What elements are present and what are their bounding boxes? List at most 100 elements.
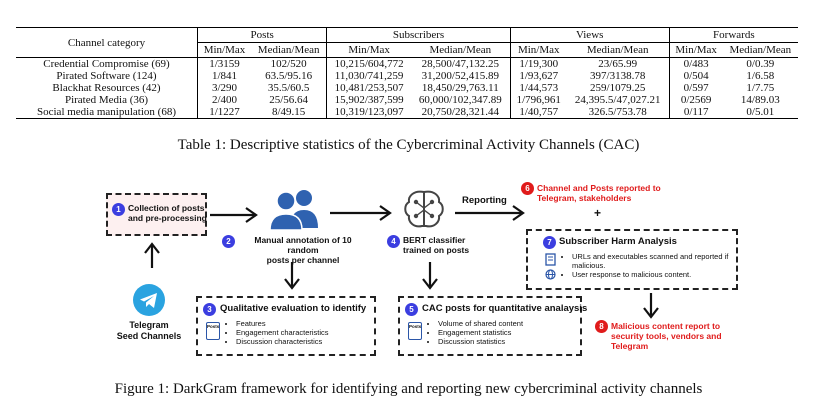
subheader: Median/Mean (566, 42, 670, 58)
value-cell: 0/2569 (668, 94, 723, 106)
list-item: Discussion characteristics (236, 337, 329, 346)
header-subscribers: Subscribers (326, 27, 511, 43)
list-item: Engagement characteristics (236, 328, 329, 337)
category-cell: Social media manipulation (68) (16, 106, 198, 119)
step5-number: 5 (405, 303, 418, 316)
value-cell: 1/7.75 (746, 82, 775, 94)
value-cell: 10,319/123,097 (326, 106, 411, 119)
header-channel-category: Channel category (16, 27, 198, 58)
subheader: Min/Max (196, 42, 251, 58)
telegram-icon (133, 284, 165, 316)
step3-title: Qualitative evaluation to identify (220, 303, 367, 314)
step5-title: CAC posts for quantitative analaysis (422, 303, 588, 314)
table-row: Credential Compromise (69) 1/3159 102/520 1… (16, 57, 798, 70)
value-cell: 0/117 (668, 106, 723, 119)
value-cell: 0/0.39 (746, 58, 775, 70)
step3-bullets: Features Engagement characteristics Disc… (226, 319, 329, 346)
brain-icon (404, 190, 444, 228)
statistics-table: Channel category Posts Subscribers Views… (16, 27, 798, 119)
value-cell: 1/44,573 (509, 82, 567, 94)
value-cell: 11,030/741,259 (326, 70, 411, 82)
arrow-classifier-to-quantitative (422, 262, 438, 290)
list-item: User response to malicious content. (572, 270, 742, 279)
table-body: Credential Compromise (69) 1/3159 102/520 1… (16, 57, 798, 119)
value-cell: 102/520 (270, 58, 307, 70)
category-cell: Blackhat Resources (42) (52, 82, 161, 94)
subheader: Min/Max (326, 42, 411, 58)
list-item: Volume of shared content (438, 319, 523, 328)
value-cell: 0/504 (668, 70, 723, 82)
arrow-annotation-to-qualitative (284, 262, 300, 290)
value-cell: 0/483 (668, 57, 723, 70)
value-cell: 1/3159 (196, 57, 251, 70)
category-cell: Credential Compromise (69) (43, 58, 170, 70)
posts-document-icon: Posts (206, 322, 220, 340)
subheader: Min/Max (509, 42, 567, 58)
arrow-annotation-to-classifier (330, 205, 392, 221)
category-cell: Pirated Software (124) (56, 70, 157, 82)
value-cell: 28,500/47,132.25 (421, 58, 499, 70)
value-cell: 0/597 (668, 82, 723, 94)
list-item: Discussion statistics (438, 337, 523, 346)
people-icon (269, 190, 318, 231)
header-posts: Posts (196, 27, 327, 43)
value-cell: 326.5/753.78 (566, 106, 670, 119)
step4-number: 4 (387, 235, 400, 248)
value-cell: 1/1227 (196, 106, 251, 119)
value-cell: 15,902/387,599 (326, 94, 411, 106)
step6-number: 6 (521, 182, 534, 195)
arrow-collection-to-annotation (210, 207, 258, 223)
value-cell: 1/796,961 (509, 94, 567, 106)
category-cell: Pirated Media (36) (64, 94, 149, 106)
value-cell: 20,750/28,321.44 (410, 106, 511, 119)
value-cell: 31,200/52,415.89 (421, 70, 499, 82)
value-cell: 23/65.99 (598, 58, 638, 70)
step2-number: 2 (222, 235, 235, 248)
list-item: Features (236, 319, 329, 328)
step7-number: 7 (543, 236, 556, 249)
subheader: Median/Mean (250, 42, 327, 58)
reporting-label: Reporting (462, 195, 507, 206)
step7-bullets: URLs and executables scanned and reporte… (562, 252, 742, 279)
value-cell: 60,000/102,347.89 (418, 94, 502, 106)
subheader: Min/Max (668, 42, 723, 58)
step7-box (526, 229, 738, 290)
arrow-harm-to-report (643, 293, 659, 319)
value-cell: 1/19,300 (509, 57, 567, 70)
value-cell: 259/1079.25 (590, 82, 646, 94)
step3-number: 3 (203, 303, 216, 316)
list-item: Engagement statistics (438, 328, 523, 337)
value-cell: 10,215/604,772 (326, 57, 411, 70)
header-views: Views (509, 27, 670, 43)
value-cell: 397/3138.78 (590, 70, 646, 82)
step7-title: Subscriber Harm Analysis (559, 236, 677, 247)
value-cell: 1/93,627 (509, 70, 567, 82)
value-cell: 14/89.03 (740, 94, 780, 106)
value-cell: 1/6.58 (746, 70, 775, 82)
figure-caption: Figure 1: DarkGram framework for identif… (114, 381, 703, 397)
value-cell: 8/49.15 (250, 106, 327, 119)
subheader: Median/Mean (722, 42, 798, 58)
step5-bullets: Volume of shared content Engagement stat… (428, 319, 523, 346)
table-caption: Table 1: Descriptive statistics of the C… (177, 137, 640, 153)
value-cell: 1/40,757 (509, 106, 567, 119)
value-cell: 1/841 (196, 70, 251, 82)
step1-number: 1 (112, 203, 125, 216)
plus-sign: + (594, 206, 602, 220)
value-cell: 24,395.5/47,027.21 (574, 94, 661, 106)
value-cell: 25/56.64 (269, 94, 309, 106)
value-cell: 0/5.01 (722, 106, 798, 119)
value-cell: 2/400 (196, 94, 251, 106)
subheader: Median/Mean (410, 42, 511, 58)
arrow-telegram-to-collection (144, 242, 160, 268)
step1-box (106, 193, 207, 236)
